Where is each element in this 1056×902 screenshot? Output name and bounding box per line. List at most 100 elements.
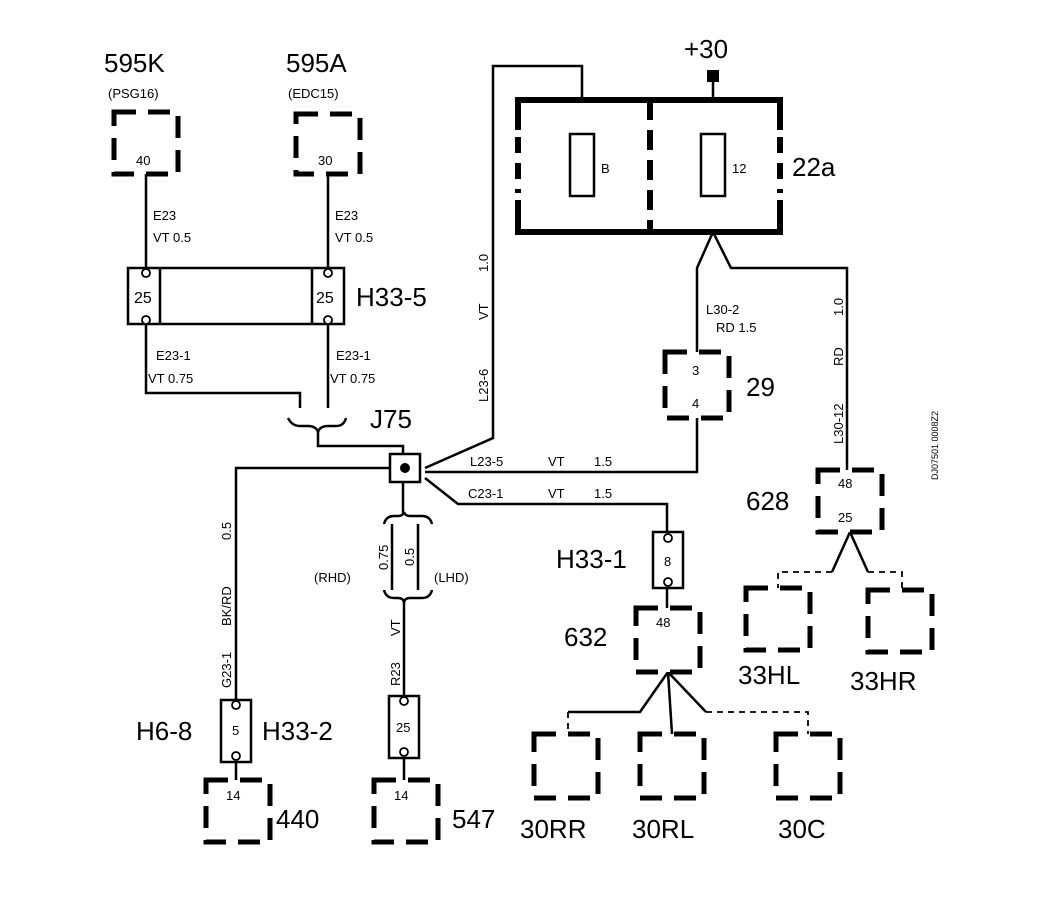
547-box (371, 777, 441, 845)
h33-2-pin-bottom (231, 751, 241, 761)
440-id: 440 (276, 804, 319, 834)
h33-1-pin-bottom (663, 577, 673, 587)
label-r23-color: VT (388, 619, 403, 636)
connector-h33-5: 25 25 H33-5 (126, 266, 427, 326)
628-pin-top: 48 (838, 476, 852, 491)
30rr-box (531, 731, 601, 801)
595k-pin: 40 (136, 153, 150, 168)
595a-pin: 30 (318, 153, 332, 168)
label-e23-1-left-spec: VT 0.75 (148, 371, 193, 386)
h33-5-body (126, 266, 346, 326)
30c-box (773, 731, 843, 801)
connector-h33-1: 8 H33-1 (556, 530, 685, 590)
wire-r23-bracket-top (382, 511, 434, 525)
440-pin: 14 (226, 788, 240, 803)
wire-g23-1 (234, 466, 390, 700)
label-l23-5-color: VT (548, 454, 565, 469)
label-l23-6-color: VT (476, 303, 491, 320)
wire-l23-6 (424, 64, 584, 470)
label-l30-12-size: 1.0 (831, 298, 846, 316)
wire-l30-12 (711, 231, 849, 470)
component-595a: 595A (EDC15) 30 (286, 48, 363, 177)
628-id: 628 (746, 486, 789, 516)
595k-sub: (PSG16) (108, 86, 159, 101)
29-pin-bottom: 4 (692, 396, 699, 411)
label-g23-1-size: 0.5 (219, 522, 234, 540)
component-33hr: 33HR (850, 587, 935, 696)
30rl-box (637, 731, 707, 801)
label-e23-right-spec: VT 0.5 (335, 230, 373, 245)
drawing-id: DJ07501 0008Z2 (930, 411, 940, 480)
fuse-b-label: B (601, 161, 610, 176)
h6-8-id: H6-8 (136, 716, 192, 746)
label-g23-1-code: G23-1 (219, 652, 234, 688)
label-g23-1-color: BK/RD (219, 586, 234, 626)
30rr-id: 30RR (520, 814, 586, 844)
connector-h33-2: 5 H6-8 H33-2 (136, 698, 333, 764)
h33-5-pin-lt (141, 268, 151, 278)
label-r23-size-lhd: 0.5 (402, 548, 417, 566)
connector-r23: 25 (387, 694, 421, 760)
component-30rl: 30RL (632, 731, 707, 844)
wire-632-30c (706, 711, 809, 734)
r23-conn-pin-bottom (399, 747, 409, 757)
component-595k: 595K (PSG16) 40 (104, 48, 181, 177)
component-30rr: 30RR (520, 731, 601, 844)
label-r23-rhd: (RHD) (314, 570, 351, 585)
fuse-b (568, 132, 596, 198)
j75-node (400, 463, 410, 473)
label-l23-6-size: 1.0 (476, 254, 491, 272)
632-id: 632 (564, 622, 607, 652)
label-l30-2-spec: RD 1.5 (716, 320, 756, 335)
628-pin-bottom: 25 (838, 510, 852, 525)
wire-bracket-j75 (286, 417, 348, 436)
supply-label: +30 (684, 34, 728, 64)
30c-id: 30C (778, 814, 826, 844)
label-c23-1-color: VT (548, 486, 565, 501)
label-r23-lhd: (LHD) (434, 570, 469, 585)
wire-628-fan-left (830, 531, 852, 573)
wire-632-fan-left (568, 671, 670, 714)
fusebox-22a: B 12 22a +30 (514, 34, 836, 235)
label-l30-12-color: RD (831, 347, 846, 366)
component-30c: 30C (773, 731, 843, 844)
h33-5-pin-rb (323, 315, 333, 325)
wires (144, 64, 903, 780)
29-id: 29 (746, 372, 775, 402)
wire-e23-1-left (144, 324, 302, 408)
h33-5-id: H33-5 (356, 282, 427, 312)
632-pin: 48 (656, 615, 670, 630)
440-box (203, 777, 273, 845)
fusebox-id: 22a (792, 152, 836, 182)
r23-conn-pin-label: 25 (396, 720, 410, 735)
h33-5-pin-lb (141, 315, 151, 325)
component-628: 48 25 628 (746, 467, 885, 535)
wire-to-j75 (316, 432, 405, 454)
label-l23-6-code: L23-6 (476, 369, 491, 402)
h33-2-pin-top (231, 700, 241, 710)
30rl-id: 30RL (632, 814, 694, 844)
595a-box (293, 111, 363, 177)
component-440: 14 440 (203, 777, 319, 845)
label-l30-12-code: L30-12 (831, 404, 846, 444)
wire-r23-bracket-bottom (382, 589, 434, 603)
splice-j75: J75 (370, 404, 422, 484)
595a-id: 595A (286, 48, 347, 78)
plus30-terminal (707, 70, 719, 82)
label-l23-5-size: 1.5 (594, 454, 612, 469)
label-e23-right-code: E23 (335, 208, 358, 223)
33hr-id: 33HR (850, 666, 916, 696)
595k-id: 595K (104, 48, 165, 78)
h33-5-pin-rt (323, 268, 333, 278)
label-r23-code: R23 (388, 662, 403, 686)
wire-l23-5 (425, 418, 699, 474)
component-33hl: 33HL (738, 585, 813, 690)
wire-632-fan-right (667, 671, 707, 713)
label-c23-1-size: 1.5 (594, 486, 612, 501)
fuse-12 (699, 132, 727, 198)
label-e23-left-spec: VT 0.5 (153, 230, 191, 245)
h33-5-pin-right-label: 25 (316, 290, 334, 307)
h33-2-id: H33-2 (262, 716, 333, 746)
33hl-id: 33HL (738, 660, 800, 690)
29-pin-top: 3 (692, 363, 699, 378)
